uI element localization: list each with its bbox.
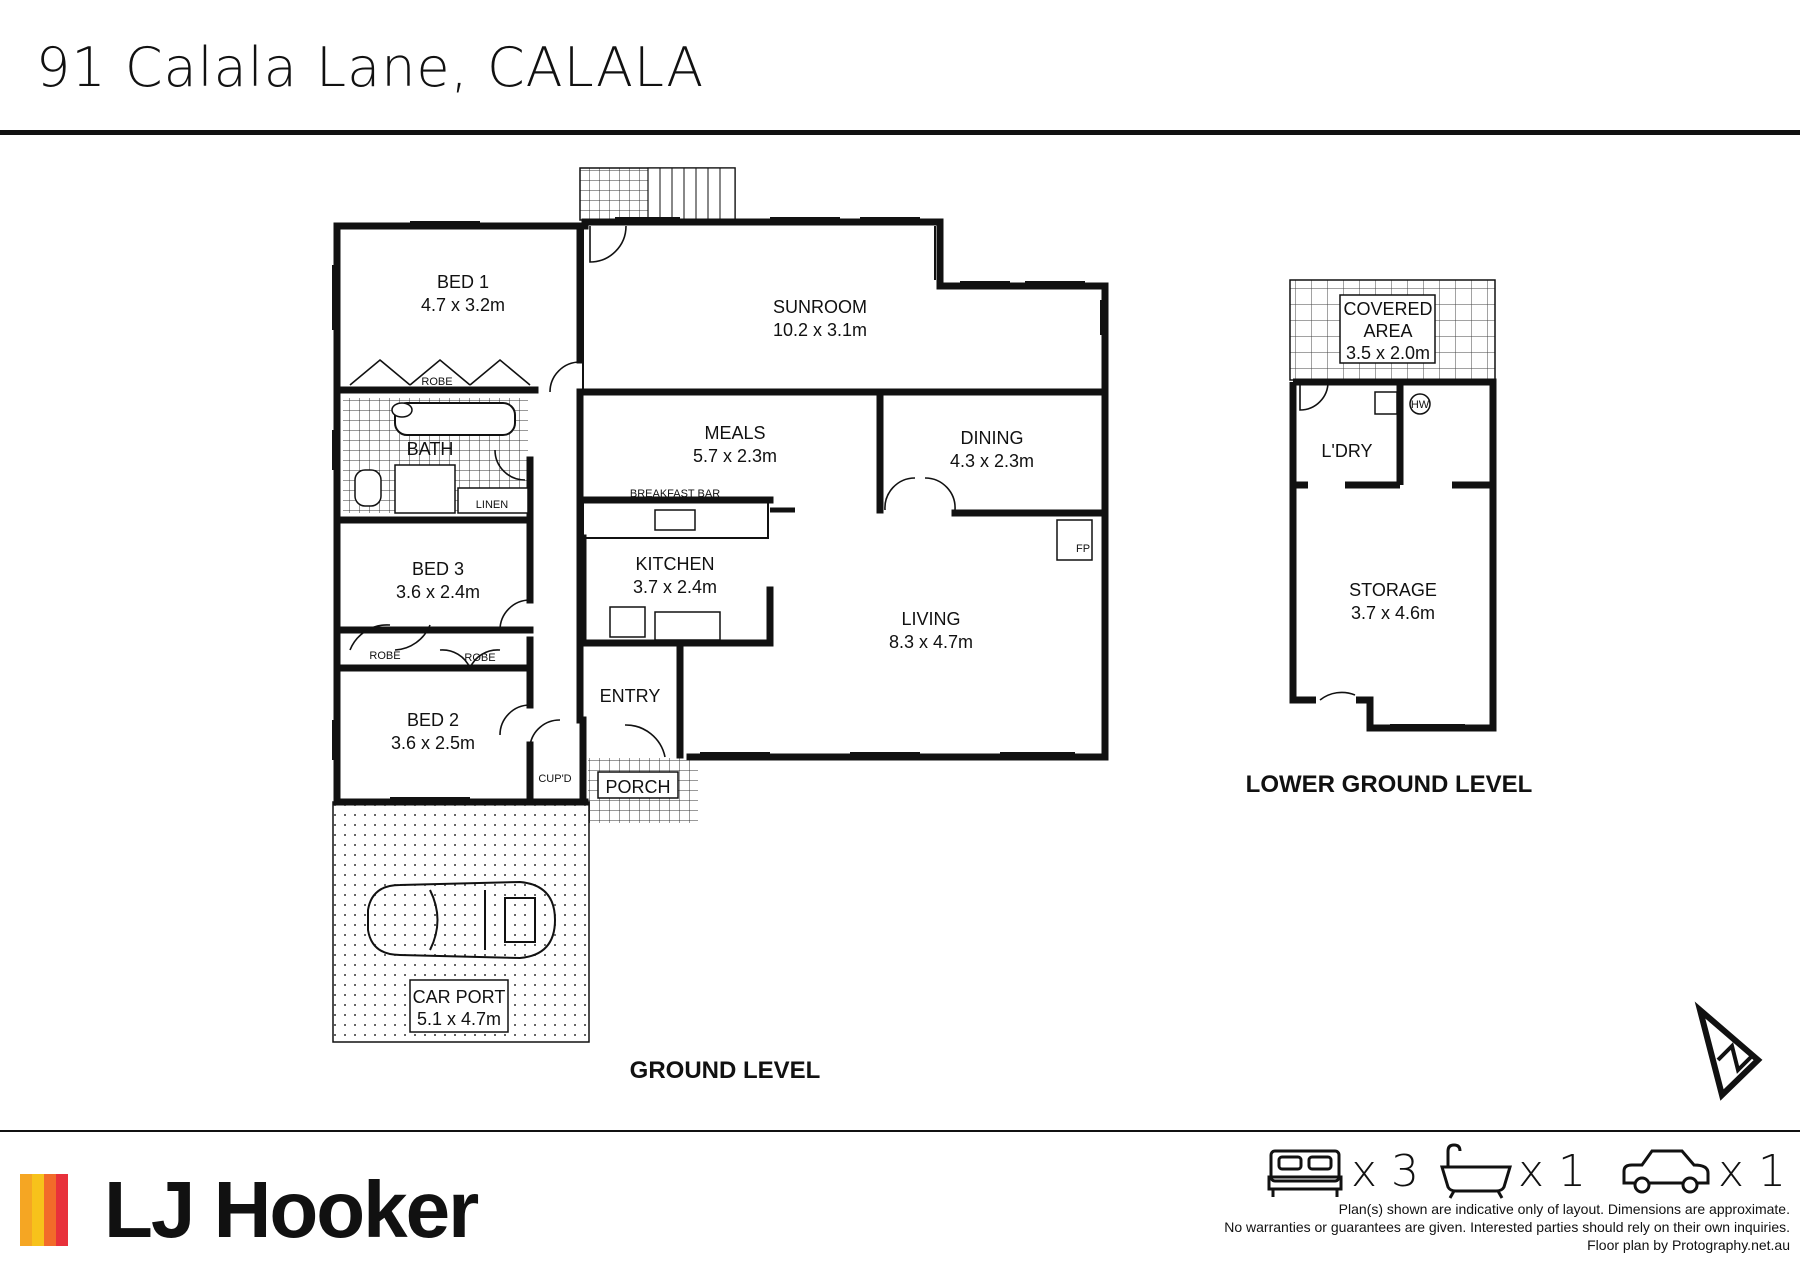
header-divider: [0, 130, 1800, 135]
robe3-label: ROBE: [369, 650, 400, 662]
fireplace-icon: [1056, 519, 1093, 561]
disclaimer-line-1: Plan(s) shown are indicative only of lay…: [1338, 1201, 1790, 1217]
meals-size: 5.7 x 2.3m: [693, 446, 777, 466]
covered-area-size: 3.5 x 2.0m: [1346, 343, 1430, 363]
brand-name: LJ Hooker: [104, 1165, 479, 1254]
toilet-icon: [354, 469, 382, 507]
windows: [332, 217, 1102, 799]
kitchen-name: KITCHEN: [635, 554, 714, 574]
sunroom-size: 10.2 x 3.1m: [773, 320, 867, 340]
linen-label: LINEN: [476, 499, 508, 511]
bedrooms-count: x 3: [1351, 1145, 1420, 1197]
disclaimer: Plan(s) shown are indicative only of lay…: [1224, 1200, 1790, 1254]
property-address: 91 Calala Lane, CALALA: [36, 36, 705, 99]
meals-name: MEALS: [704, 423, 765, 443]
storage-size: 3.7 x 4.6m: [1351, 603, 1435, 623]
cars-feature: x 1: [1620, 1143, 1786, 1199]
cupd-label: CUP'D: [538, 773, 571, 785]
porch-label: PORCH: [605, 777, 670, 797]
bathtub-feature-icon: [1440, 1143, 1512, 1199]
fireplace-label: FP: [1076, 543, 1090, 555]
bathtub-icon: [394, 402, 516, 436]
hot-water-icon: [1409, 393, 1431, 415]
brand-bar-3: [44, 1174, 56, 1246]
doors: [349, 225, 956, 758]
carport-label-box: [409, 979, 509, 1033]
breakfast-bar-counter: [582, 501, 769, 539]
ground-level-label: GROUND LEVEL: [630, 1057, 821, 1084]
sink-icon: [654, 509, 696, 531]
breakfast-bar-label: BREAKFAST BAR: [630, 488, 720, 500]
laundry-tub-icon: [1374, 391, 1398, 415]
laundry-label: L'DRY: [1321, 441, 1372, 461]
brand-bar-1: [20, 1174, 32, 1246]
living-size: 8.3 x 4.7m: [889, 632, 973, 652]
bed3-size: 3.6 x 2.4m: [396, 582, 480, 602]
bed1-name: BED 1: [437, 272, 489, 292]
ground-level-walls: [333, 218, 1109, 806]
dining-name: DINING: [961, 428, 1024, 448]
storage-name: STORAGE: [1349, 580, 1437, 600]
bed-icon: [1267, 1149, 1343, 1197]
entry-label: ENTRY: [600, 686, 661, 706]
hot-water-label: HW: [1411, 399, 1430, 411]
lower-ground-level-label: LOWER GROUND LEVEL: [1246, 771, 1533, 798]
bench-icon: [654, 611, 721, 641]
robe1-label: ROBE: [421, 376, 452, 388]
disclaimer-line-2: No warranties or guarantees are given. I…: [1224, 1219, 1790, 1235]
covered-area-line1: COVERED: [1343, 299, 1432, 319]
bathrooms-count: x 1: [1518, 1145, 1587, 1197]
sunroom-name: SUNROOM: [773, 297, 867, 317]
robe2-label: ROBE: [464, 652, 495, 664]
carport-size: 5.1 x 4.7m: [417, 1009, 501, 1029]
covered-area-line2: AREA: [1363, 321, 1412, 341]
carport-name: CAR PORT: [413, 987, 506, 1007]
shower-icon: [394, 464, 456, 514]
brand-logo: LJ Hooker: [20, 1165, 479, 1254]
brand-bar-2: [32, 1174, 44, 1246]
car-feature-icon: [1622, 1149, 1710, 1194]
bathrooms-feature: x 1: [1440, 1143, 1586, 1199]
brand-bar-4: [56, 1174, 68, 1246]
bed3-name: BED 3: [412, 559, 464, 579]
covered-area-box: [1339, 294, 1436, 364]
north-arrow-icon: [1694, 1001, 1763, 1101]
car-icon: [367, 880, 557, 960]
bed2-name: BED 2: [407, 710, 459, 730]
footer-divider: [0, 1130, 1800, 1132]
bedrooms-feature: x 3: [1265, 1143, 1419, 1199]
dining-size: 4.3 x 2.3m: [950, 451, 1034, 471]
disclaimer-line-3: Floor plan by Protography.net.au: [1587, 1237, 1790, 1253]
cars-count: x 1: [1718, 1145, 1787, 1197]
linen-cupboard: [457, 487, 529, 514]
lower-ground-walls: [1289, 378, 1497, 732]
cooktop-icon: [609, 606, 646, 638]
bed2-size: 3.6 x 2.5m: [391, 733, 475, 753]
floor-plan: BED 1 4.7 x 3.2m ROBE SUNROOM 10.2 x 3.1…: [332, 167, 1763, 1101]
living-name: LIVING: [901, 609, 960, 629]
basin-icon: [391, 402, 413, 418]
kitchen-size: 3.7 x 2.4m: [633, 577, 717, 597]
bath-label: BATH: [407, 439, 454, 459]
bed1-size: 4.7 x 3.2m: [421, 295, 505, 315]
porch-label-box: [597, 771, 679, 799]
